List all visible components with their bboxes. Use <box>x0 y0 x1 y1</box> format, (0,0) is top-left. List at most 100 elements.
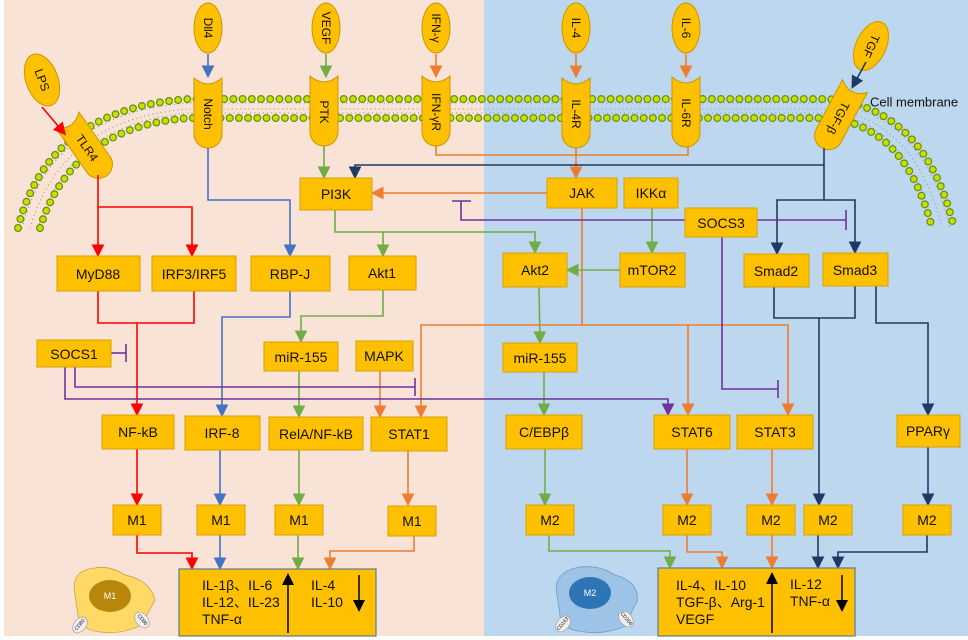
node-socs1: SOCS1 <box>36 339 112 368</box>
svg-text:IL-6R: IL-6R <box>679 98 693 128</box>
ligand-il6: IL-6 <box>671 2 701 54</box>
node-m2: M2 <box>803 504 853 536</box>
svg-text:STAT6: STAT6 <box>671 424 713 440</box>
svg-text:C/EBPβ: C/EBPβ <box>519 424 569 440</box>
cell-membrane-label: Cell membrane <box>870 95 958 110</box>
node-stat6: STAT6 <box>653 414 731 450</box>
cell-membrane <box>14 95 958 232</box>
svg-text:STAT1: STAT1 <box>388 426 430 442</box>
svg-text:SOCS1: SOCS1 <box>50 346 98 362</box>
svg-text:MyD88: MyD88 <box>76 266 121 282</box>
receptor-il6r: IL-6R <box>671 75 701 148</box>
svg-text:Notch: Notch <box>201 98 215 129</box>
node-m2: M2 <box>902 504 952 536</box>
node-pi3k: PI3K <box>299 177 373 211</box>
node-rela-nf-kb: RelA/NF-kB <box>268 416 364 451</box>
receptor-ptk: PTK <box>309 74 339 147</box>
m1-down-cytokine: IL-4 <box>311 577 335 593</box>
receptor-tgf-beta: TGF-β <box>814 78 869 151</box>
receptor-tlr4: TLR4 <box>54 110 113 179</box>
svg-text:M2: M2 <box>540 512 560 528</box>
svg-text:miR-155: miR-155 <box>275 349 328 365</box>
node-irf8: IRF-8 <box>184 415 261 451</box>
ligand-ifn-gamma: IFN-γ <box>421 2 451 54</box>
svg-text:mTOR2: mTOR2 <box>628 262 677 278</box>
svg-text:JAK: JAK <box>569 185 595 201</box>
node-stat3: STAT3 <box>736 414 814 450</box>
svg-text:IRF-8: IRF-8 <box>205 425 240 441</box>
svg-text:PPARγ: PPARγ <box>906 423 950 439</box>
svg-text:M2: M2 <box>917 512 937 528</box>
node-socs3: SOCS3 <box>684 207 758 238</box>
svg-text:NF-kB: NF-kB <box>118 424 158 440</box>
receptor-ifn-gamma-r: IFN-γR <box>421 74 451 147</box>
svg-text:RBP-J: RBP-J <box>270 266 310 282</box>
svg-text:Smad3: Smad3 <box>833 262 878 278</box>
svg-text:M2: M2 <box>761 512 781 528</box>
svg-text:M2: M2 <box>584 588 597 598</box>
node-rbp-j: RBP-J <box>250 255 331 292</box>
svg-text:IRF3/IRF5: IRF3/IRF5 <box>162 266 227 282</box>
receptor-notch: Notch <box>193 76 223 149</box>
svg-text:M2: M2 <box>677 512 697 528</box>
node-mir155-m1: miR-155 <box>263 341 339 372</box>
svg-text:RelA/NF-kB: RelA/NF-kB <box>279 426 353 442</box>
svg-text:Akt2: Akt2 <box>521 262 549 278</box>
node-m2: M2 <box>525 504 575 536</box>
receptor-il4r: IL-4R <box>561 76 591 149</box>
node-m1: M1 <box>112 504 162 536</box>
svg-text:STAT3: STAT3 <box>754 424 796 440</box>
svg-text:IFN-γR: IFN-γR <box>429 93 443 131</box>
svg-text:M1: M1 <box>211 512 231 528</box>
node-mir155-m2: miR-155 <box>502 342 578 373</box>
svg-text:IKKα: IKKα <box>636 185 667 201</box>
node-irf3-irf5: IRF3/IRF5 <box>151 255 237 292</box>
node-smad2: Smad2 <box>743 253 810 288</box>
svg-text:PI3K: PI3K <box>321 186 352 202</box>
m1-up-cytokine: IL-12、IL-23 <box>202 594 280 610</box>
node-ikk-alpha: IKKα <box>623 177 679 209</box>
node-cebp-beta: C/EBPβ <box>505 414 583 450</box>
svg-text:M2: M2 <box>818 512 838 528</box>
svg-text:IFN-γ: IFN-γ <box>429 13 443 42</box>
svg-text:IL-4: IL-4 <box>569 18 583 39</box>
svg-text:miR-155: miR-155 <box>514 350 567 366</box>
m2-macrophage-cell-icon: M2 CD163 CD206 <box>555 566 638 634</box>
node-smad3: Smad3 <box>822 252 889 287</box>
node-jak: JAK <box>546 177 618 209</box>
m1-cytokine-output: IL-1β、IL-6 IL-12、IL-23 TNF-α IL-4 IL-10 <box>178 568 377 637</box>
ligand-tgf: TGF <box>853 21 889 71</box>
ligand-il4: IL-4 <box>561 2 591 54</box>
m1-up-cytokine: IL-1β、IL-6 <box>202 577 273 593</box>
svg-text:SOCS3: SOCS3 <box>697 215 745 231</box>
svg-text:PTK: PTK <box>317 100 331 123</box>
svg-text:M1: M1 <box>104 591 117 601</box>
svg-text:M1: M1 <box>289 512 309 528</box>
ligand-vegf: VEGF <box>311 2 341 54</box>
m2-down-cytokine: IL-12 <box>790 576 822 592</box>
node-myd88: MyD88 <box>56 255 141 292</box>
ligand-lps: LPS <box>23 53 61 107</box>
m1-up-cytokine: TNF-α <box>202 611 242 627</box>
node-stat1: STAT1 <box>370 416 448 452</box>
m2-up-cytokine: VEGF <box>676 611 714 627</box>
node-mtor2: mTOR2 <box>619 252 686 288</box>
svg-text:Akt1: Akt1 <box>368 265 396 281</box>
ligand-dll4: Dll4 <box>193 2 223 54</box>
m2-up-cytokine: TGF-β、Arg-1 <box>676 594 765 610</box>
node-m1: M1 <box>274 504 324 536</box>
node-akt1: Akt1 <box>348 255 417 291</box>
node-mapk: MAPK <box>355 340 414 372</box>
node-ppar-gamma: PPARγ <box>896 414 961 448</box>
m2-cytokine-output: IL-4、IL-10 TGF-β、Arg-1 VEGF IL-12 TNF-α <box>657 567 856 637</box>
svg-text:Dll4: Dll4 <box>201 18 215 39</box>
svg-text:M1: M1 <box>402 513 422 529</box>
node-m1: M1 <box>387 505 437 537</box>
svg-text:Smad2: Smad2 <box>754 263 799 279</box>
m1-down-cytokine: IL-10 <box>311 594 343 610</box>
node-nf-kb: NF-kB <box>101 414 175 450</box>
svg-text:M1: M1 <box>127 512 147 528</box>
svg-text:IL-6: IL-6 <box>679 18 693 39</box>
node-m1: M1 <box>196 504 246 536</box>
